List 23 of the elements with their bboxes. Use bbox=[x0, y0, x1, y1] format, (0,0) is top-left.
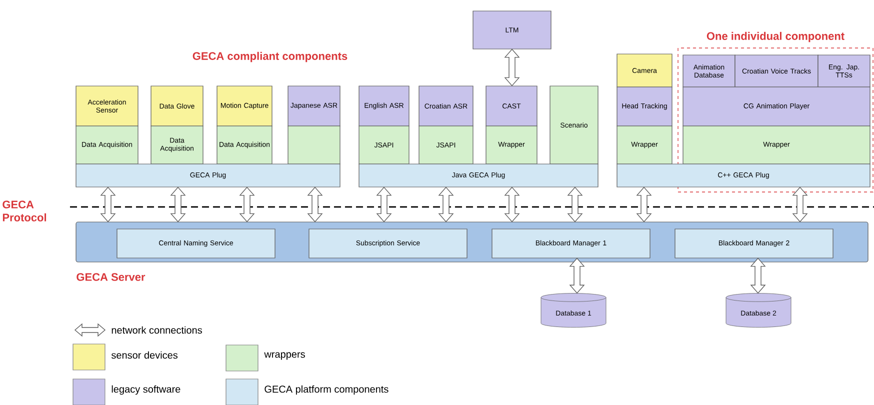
double-arrow bbox=[376, 186, 392, 222]
double-arrow bbox=[792, 186, 808, 222]
double-arrow bbox=[569, 258, 585, 294]
region-heading: One individual component bbox=[706, 32, 844, 42]
double-arrow bbox=[100, 186, 116, 222]
double-arrow bbox=[504, 186, 520, 222]
double-arrow bbox=[636, 186, 652, 222]
legend-text: network connections bbox=[112, 326, 202, 334]
section-label: GECA Protocol bbox=[2, 200, 46, 222]
server-heading: GECA Server bbox=[76, 273, 146, 281]
double-arrow bbox=[504, 48, 520, 86]
legend-text: legacy software bbox=[112, 385, 180, 395]
legend-text: GECA platform components bbox=[264, 385, 388, 395]
double-arrow bbox=[239, 186, 255, 222]
component-box bbox=[288, 126, 340, 164]
double-arrow bbox=[567, 186, 583, 222]
legend-text: sensor devices bbox=[112, 351, 178, 359]
section-label: GECA compliant components bbox=[192, 52, 348, 62]
double-arrow bbox=[750, 258, 766, 294]
double-arrow bbox=[170, 186, 186, 222]
legend-text: wrappers bbox=[264, 352, 305, 360]
double-arrow bbox=[438, 186, 454, 222]
double-arrow bbox=[307, 186, 323, 222]
